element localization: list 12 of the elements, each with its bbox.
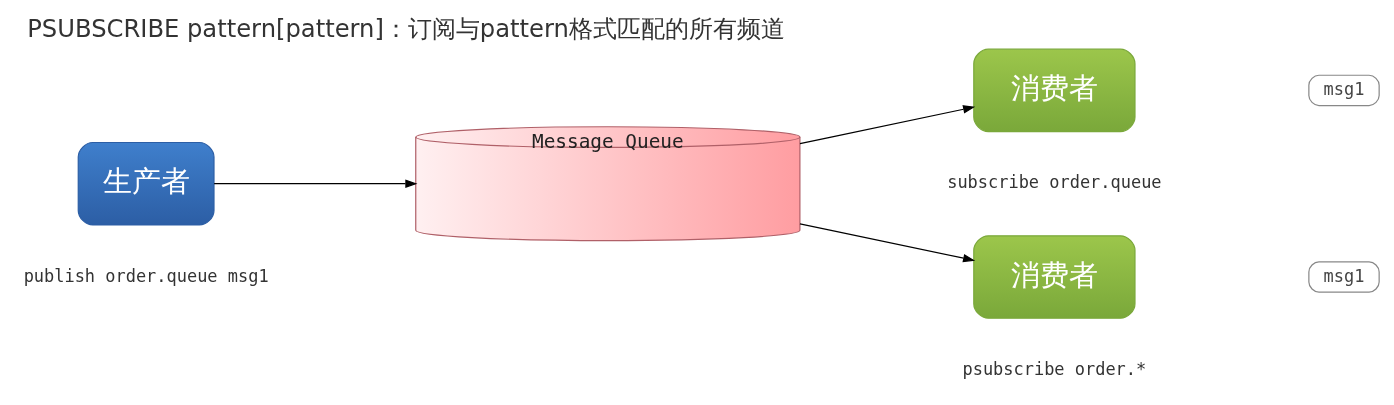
node-label: publish order.queue msg1	[23, 265, 269, 286]
node-box: 消费者	[972, 48, 1136, 133]
node-box: 生产者	[77, 141, 215, 226]
diagram-title: PSUBSCRIBE pattern[pattern]：订阅与pattern格式匹配的所有频道	[26, 15, 785, 44]
node-label: subscribe order.queue	[946, 172, 1162, 193]
node-label: psubscribe order.*	[962, 358, 1146, 379]
arrow	[798, 223, 975, 263]
node-box: msg1	[1307, 74, 1380, 107]
arrow	[798, 105, 975, 145]
node-box: 消费者	[972, 235, 1136, 319]
arrow	[213, 179, 417, 188]
node-box: msg1	[1307, 261, 1380, 293]
